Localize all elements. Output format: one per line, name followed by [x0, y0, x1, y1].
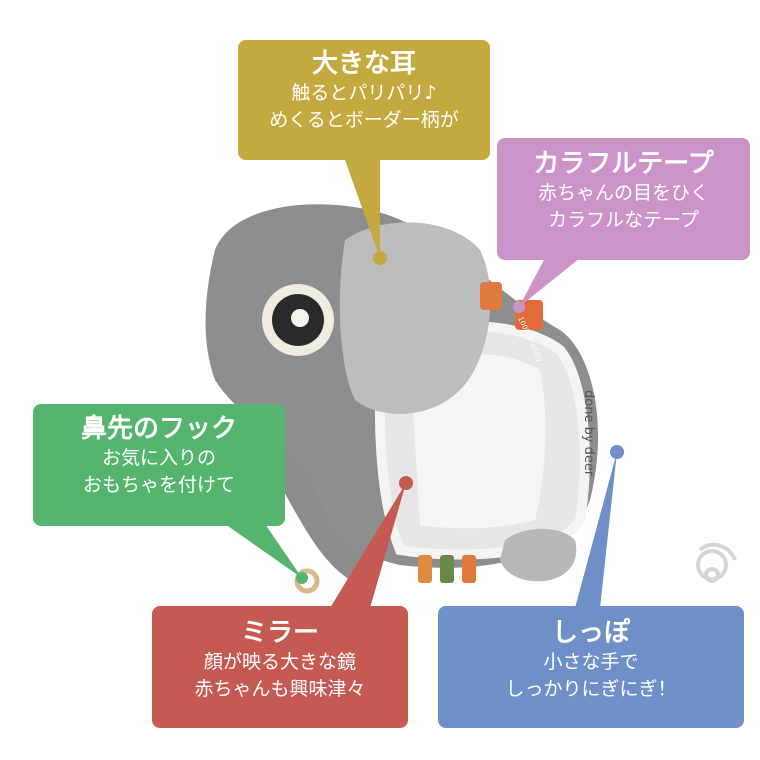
pointer-ear [345, 160, 380, 258]
elephant-eye-shine [291, 309, 309, 327]
callout-mirror-title: ミラー [240, 618, 319, 648]
pointer-tape [519, 258, 580, 307]
pointer-hook [225, 524, 302, 578]
callout-ear-line2: めくるとボーダー柄が [269, 109, 459, 131]
tape-bottom-1 [418, 555, 432, 583]
callout-tail-line2: しっかりにぎにぎ！ [505, 678, 677, 700]
callout-tail-line1: 小さな手で [543, 651, 639, 673]
callout-ear-title: 大きな耳 [311, 49, 416, 79]
pointer-dot-tape [513, 301, 525, 313]
callout-ear: 大きな耳 触るとパリパリ♪ めくるとボーダー柄が [238, 40, 490, 160]
callout-tape-title: カラフルテープ [533, 149, 714, 179]
callout-hook-line1: お気に入りの [101, 447, 216, 469]
callout-mirror-line2: 赤ちゃんも興味津々 [194, 678, 366, 700]
elephant-ear [339, 222, 491, 414]
pointer-dot-hook [296, 572, 308, 584]
callout-ear-line1: 触るとパリパリ♪ [291, 82, 437, 104]
pointer-dot-mirror [399, 476, 413, 490]
callout-tape: カラフルテープ 赤ちゃんの目をひく カラフルなテープ [497, 138, 750, 260]
callout-tail-title: しっぽ [551, 618, 630, 648]
callout-hook-title: 鼻先のフック [80, 414, 237, 444]
tape-bottom-3 [462, 555, 476, 583]
pointer-mirror [330, 483, 406, 608]
callout-hook-line2: おもちゃを付けて [82, 474, 235, 496]
tape-bottom-2 [440, 555, 454, 583]
callout-mirror-line1: 顔が映る大きな鏡 [203, 651, 356, 673]
brand-label: done by deer [581, 390, 596, 477]
callout-tape-line1: 赤ちゃんの目をひく [537, 182, 709, 204]
callout-hook: 鼻先のフック お気に入りの おもちゃを付けて [33, 404, 285, 526]
callout-tape-line2: カラフルなテープ [548, 209, 699, 231]
pointer-dot-ear [373, 251, 387, 265]
pointer-tail [575, 452, 617, 608]
callout-tail: しっぽ 小さな手で しっかりにぎにぎ！ [438, 606, 744, 728]
pointer-dot-tail [610, 445, 624, 459]
tape-orange [480, 282, 502, 310]
logo-swirl-icon [696, 542, 737, 583]
elephant-tail [500, 528, 577, 582]
callout-mirror: ミラー 顔が映る大きな鏡 赤ちゃんも興味津々 [152, 606, 408, 728]
